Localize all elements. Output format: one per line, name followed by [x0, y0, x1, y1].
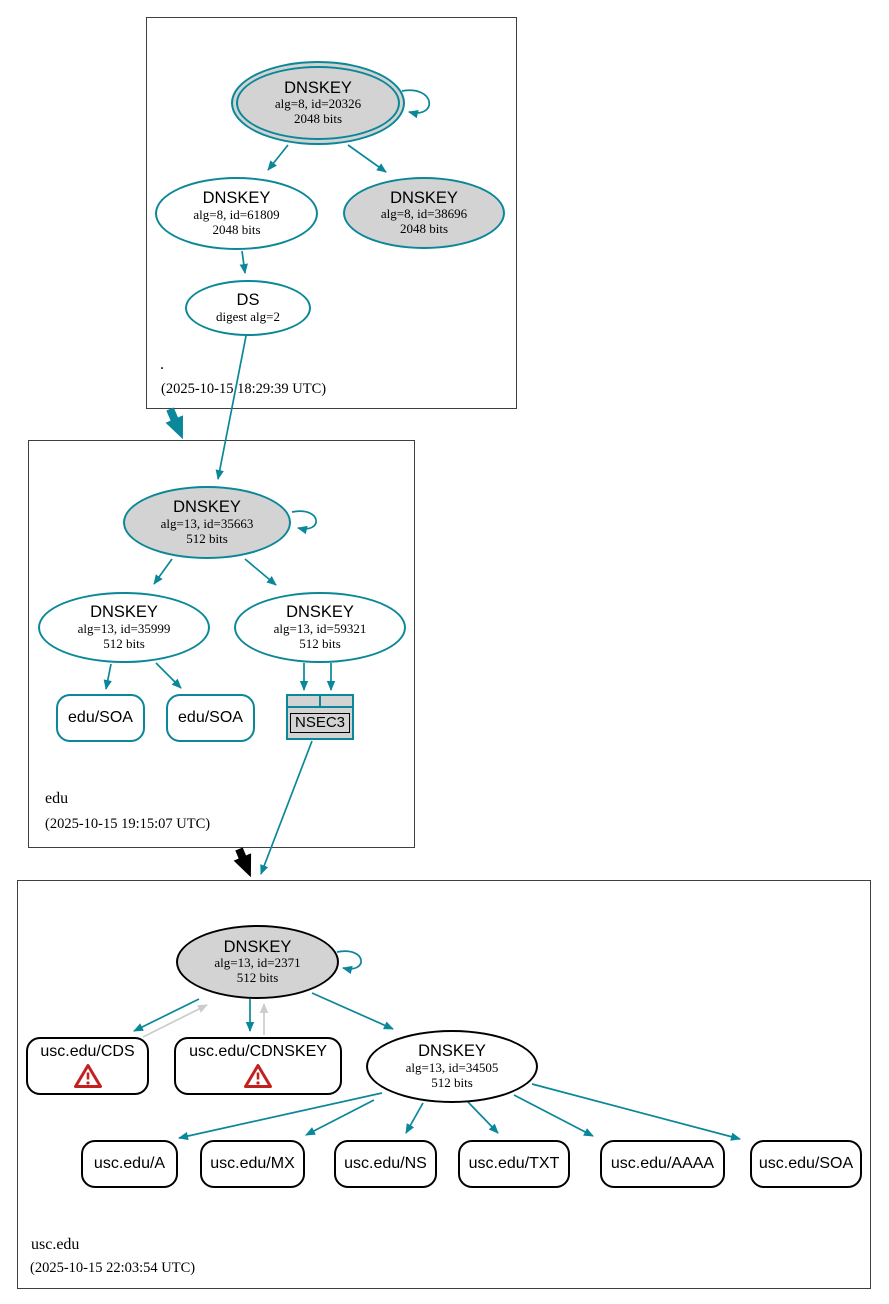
node-title: DNSKEY — [284, 78, 352, 97]
node-detail: alg=8, id=20326 — [274, 96, 362, 112]
dnskey-root-zsk-node[interactable]: DNSKEY alg=8, id=61809 2048 bits — [155, 177, 318, 250]
ds-node[interactable]: DS digest alg=2 — [185, 280, 311, 336]
node-detail: 512 bits — [236, 970, 279, 986]
node-title: DNSKEY — [202, 189, 271, 208]
node-detail: alg=8, id=38696 — [380, 206, 468, 222]
node-title: DNSKEY — [173, 498, 241, 517]
usc-aaaa-rrset-node[interactable]: usc.edu/AAAA — [600, 1140, 725, 1188]
node-detail: alg=13, id=35999 — [77, 620, 171, 636]
nsec3-header-cells — [288, 696, 352, 708]
rrset-label: usc.edu/A — [93, 1154, 166, 1172]
node-detail: 2048 bits — [293, 111, 343, 127]
rrset-label: usc.edu/NS — [344, 1154, 427, 1172]
rrset-label: usc.edu/MX — [210, 1154, 295, 1172]
usc-ns-rrset-node[interactable]: usc.edu/NS — [334, 1140, 437, 1188]
dnskey-edu-zsk2-node[interactable]: DNSKEY alg=13, id=59321 512 bits — [234, 592, 406, 663]
dnskey-usc-ksk-node[interactable]: DNSKEY alg=13, id=2371 512 bits — [176, 925, 339, 999]
node-detail: 512 bits — [186, 530, 228, 546]
node-title: DNSKEY — [90, 603, 158, 622]
node-title: DNSKEY — [418, 1042, 486, 1061]
edge-delegation-edu-to-usc-edu — [233, 847, 252, 878]
usc-cdnskey-rrset-node[interactable]: usc.edu/CDNSKEY — [174, 1037, 342, 1095]
zone-timestamp-root: (2025-10-15 18:29:39 UTC) — [161, 381, 327, 397]
node-detail: alg=13, id=34505 — [405, 1059, 499, 1075]
node-detail: 512 bits — [103, 635, 145, 651]
dnskey-usc-zsk-node[interactable]: DNSKEY alg=13, id=34505 512 bits — [366, 1030, 538, 1103]
usc-cds-rrset-node[interactable]: usc.edu/CDS — [26, 1037, 149, 1095]
rrset-label: usc.edu/AAAA — [610, 1154, 715, 1172]
usc-txt-rrset-node[interactable]: usc.edu/TXT — [458, 1140, 570, 1188]
nsec3-cell — [288, 696, 321, 706]
rrset-label: usc.edu/TXT — [468, 1154, 560, 1172]
node-detail: alg=13, id=2371 — [214, 955, 301, 971]
node-detail: alg=13, id=59321 — [273, 620, 367, 636]
nsec3-label: NSEC3 — [289, 712, 351, 734]
dnskey-edu-ksk-node[interactable]: DNSKEY alg=13, id=35663 512 bits — [123, 486, 291, 559]
node-title: DNSKEY — [390, 188, 458, 207]
node-detail: 2048 bits — [212, 221, 261, 237]
usc-mx-rrset-node[interactable]: usc.edu/MX — [200, 1140, 305, 1188]
node-detail: digest alg=2 — [215, 308, 281, 324]
edge-delegation-root-to-edu — [165, 407, 184, 440]
dnskey-edu-zsk1-node[interactable]: DNSKEY alg=13, id=35999 512 bits — [38, 592, 210, 663]
node-title: DNSKEY — [223, 937, 292, 956]
edu-soa-rrset-node-1[interactable]: edu/SOA — [56, 694, 145, 742]
rrset-label: usc.edu/CDS — [40, 1043, 135, 1061]
node-title: DNSKEY — [286, 603, 354, 622]
node-detail: alg=8, id=61809 — [193, 206, 280, 222]
nsec3-cell — [321, 696, 352, 706]
node-detail: 2048 bits — [399, 221, 449, 237]
warning-icon — [243, 1063, 273, 1089]
rrset-label: usc.edu/CDNSKEY — [189, 1043, 327, 1061]
node-detail: 512 bits — [299, 635, 341, 651]
node-detail: alg=13, id=35663 — [160, 515, 254, 531]
zone-timestamp-edu: (2025-10-15 19:15:07 UTC) — [45, 816, 211, 832]
zone-timestamp-usc-edu: (2025-10-15 22:03:54 UTC) — [30, 1260, 196, 1276]
warning-icon — [73, 1063, 103, 1089]
node-detail: 512 bits — [431, 1074, 473, 1090]
rrset-label: edu/SOA — [178, 708, 243, 726]
usc-soa-rrset-node[interactable]: usc.edu/SOA — [750, 1140, 862, 1188]
dnskey-root-standby-node[interactable]: DNSKEY alg=8, id=38696 2048 bits — [343, 177, 505, 249]
zone-label-root: . — [160, 356, 164, 373]
nsec3-node[interactable]: NSEC3 — [286, 694, 354, 740]
zone-label-usc-edu: usc.edu — [31, 1236, 80, 1253]
dnskey-root-ksk-node[interactable]: DNSKEY alg=8, id=20326 2048 bits — [231, 61, 405, 145]
zone-label-edu: edu — [45, 790, 69, 807]
edu-soa-rrset-node-2[interactable]: edu/SOA — [166, 694, 255, 742]
node-title: DS — [236, 291, 260, 310]
rrset-label: edu/SOA — [68, 708, 133, 726]
usc-a-rrset-node[interactable]: usc.edu/A — [81, 1140, 178, 1188]
rrset-label: usc.edu/SOA — [758, 1154, 854, 1172]
